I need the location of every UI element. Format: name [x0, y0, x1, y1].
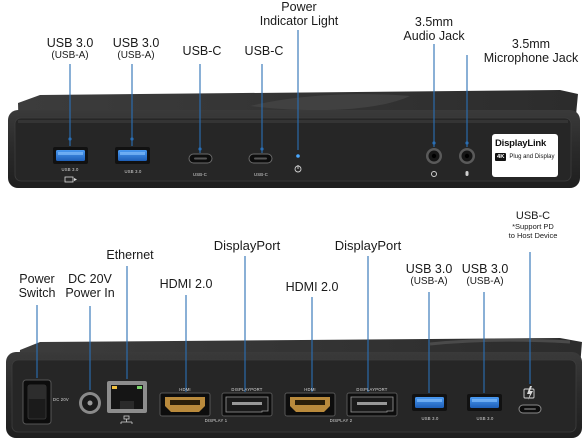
front-dock — [8, 90, 580, 188]
rear-leader-lines — [36, 252, 531, 393]
label-power-switch: Power Switch — [18, 272, 56, 300]
label-dc-power-in: DC 20V Power In — [65, 272, 115, 300]
label-displayport-1: DisplayPort — [213, 238, 281, 253]
caption-hdmi-2: HDMI — [304, 387, 316, 392]
label-hdmi-2: HDMI 2.0 — [285, 280, 339, 294]
front-usb-c-port-1 — [188, 153, 213, 164]
caption-front-usbc-2: USB-C — [253, 172, 269, 177]
ethernet-port — [107, 381, 147, 424]
caption-dc-20v: DC 20V — [53, 397, 69, 402]
badge-tagline: Plug and Display — [509, 154, 555, 160]
front-leader-lines — [69, 30, 468, 153]
caption-rear-usb-4: USB 3.0 — [476, 416, 494, 421]
label-power-indicator-light: Power Indicator Light — [259, 0, 339, 28]
badge-4k: 4K — [495, 153, 507, 161]
label-hdmi-1: HDMI 2.0 — [159, 277, 213, 291]
label-usb30-a-2: USB 3.0 (USB-A) — [112, 36, 160, 61]
label-microphone-jack: 3.5mm Microphone Jack — [483, 37, 579, 65]
power-switch — [22, 379, 52, 425]
hdmi-port-1 — [159, 392, 211, 417]
front-usb-a-port-2 — [115, 147, 150, 164]
hdmi-port-2 — [284, 392, 336, 417]
caption-front-usbc-1: USB-C — [192, 172, 208, 177]
caption-hdmi-1: HDMI — [179, 387, 191, 392]
label-ethernet: Ethernet — [106, 248, 154, 262]
label-audio-jack: 3.5mm Audio Jack — [403, 15, 465, 43]
label-usb-c-pd: USB-C *Support PD to Host Device — [508, 210, 558, 240]
display-output-icon — [64, 176, 77, 183]
caption-displayport-2: DISPLAYPORT — [356, 387, 388, 392]
front-leader-dots — [68, 137, 469, 151]
rear-usb-a-port-1 — [412, 394, 447, 411]
label-usb30-a-1: USB 3.0 (USB-A) — [46, 36, 94, 61]
caption-display-1: DISPLAY 1 — [204, 418, 228, 423]
caption-front-usb-1: USB 3.0 — [61, 167, 79, 172]
caption-display-2: DISPLAY 2 — [329, 418, 353, 423]
displaylink-brand: DisplayLink — [495, 138, 547, 149]
label-usb30-a-4: USB 3.0 (USB-A) — [461, 262, 509, 287]
microphone-jack — [459, 148, 475, 176]
label-displayport-2: DisplayPort — [334, 238, 402, 253]
audio-jack — [426, 148, 442, 177]
rear-usb-a-port-2 — [467, 394, 502, 411]
caption-rear-usb-3: USB 3.0 — [421, 416, 439, 421]
caption-front-usb-2: USB 3.0 — [124, 169, 142, 174]
rear-usb-c-port — [518, 386, 542, 414]
rear-dock — [6, 338, 582, 438]
front-usb-c-port-2 — [248, 153, 273, 164]
front-usb-a-port-1 — [53, 147, 88, 164]
displayport-port-2 — [346, 392, 398, 417]
displaylink-badge: DisplayLink 4K Plug and Display — [492, 134, 558, 177]
power-delivery-icon — [523, 386, 535, 400]
power-indicator-light — [294, 154, 302, 173]
displayport-port-1 — [221, 392, 273, 417]
label-usb30-a-3: USB 3.0 (USB-A) — [405, 262, 453, 287]
dc-power-jack — [79, 392, 101, 414]
caption-displayport-1: DISPLAYPORT — [231, 387, 263, 392]
network-icon — [120, 415, 133, 424]
label-usb-c-2: USB-C — [244, 44, 284, 58]
label-usb-c-1: USB-C — [182, 44, 222, 58]
